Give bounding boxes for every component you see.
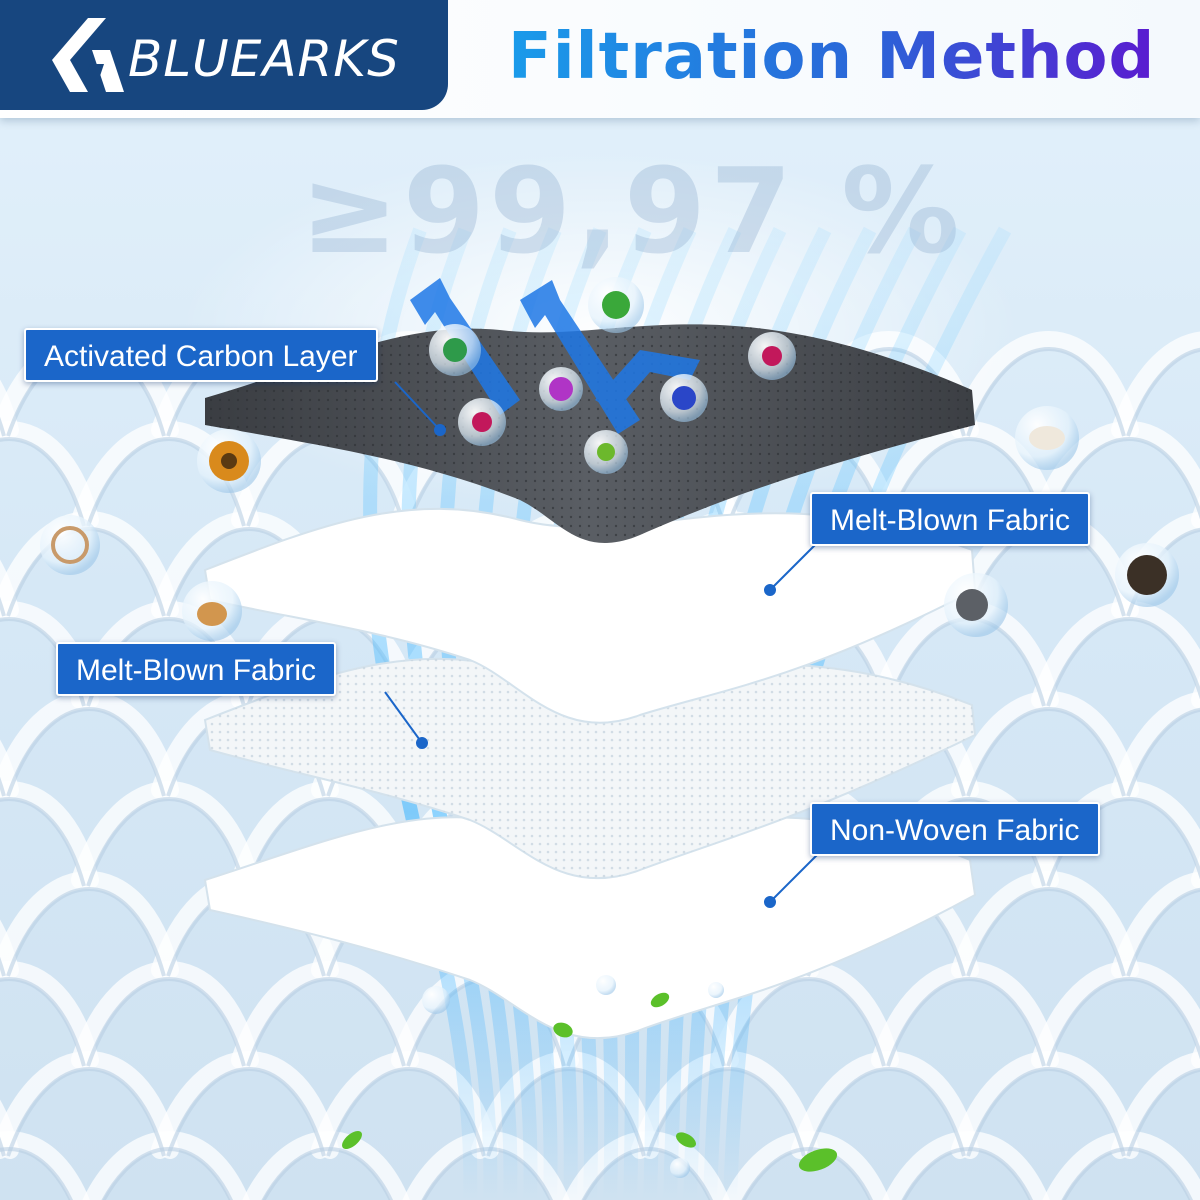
pollen-icon [197, 429, 261, 493]
fiber-loop-shadow [1046, 437, 1200, 527]
fiber-loop-shadow [966, 707, 1126, 797]
fiber-loop-shadow [1126, 888, 1200, 977]
brand-logo: BLUEARKS [0, 0, 448, 110]
brand-name: BLUEARKS [128, 30, 400, 88]
header-bar: BLUEARKS Filtration Method [0, 0, 1200, 118]
fiber-loop [882, 1131, 1050, 1200]
activated-carbon-layer [205, 324, 975, 543]
fiber-loop-shadow [806, 1067, 966, 1157]
virus-icon [429, 277, 796, 474]
efficiency-figure: ≥99,97 % [300, 142, 964, 280]
fiber-loop-shadow [6, 887, 166, 977]
fiber-loop-shadow [246, 977, 406, 1067]
fiber-loop-shadow [901, 1147, 1033, 1200]
fiber-loop-shadow [0, 797, 86, 887]
fiber-loop-shadow [966, 887, 1126, 977]
fiber-loop-shadow [1061, 1147, 1193, 1200]
fiber-loop [1111, 331, 1200, 439]
fiber-loop-shadow [261, 1147, 393, 1200]
fiber-loop-shadow [0, 437, 86, 527]
label-melt-blown-fabric-2: Melt-Blown Fabric [56, 642, 337, 696]
fiber-loop [951, 331, 1139, 439]
label-non-woven-fabric: Non-Woven Fabric [810, 802, 1100, 856]
fiber-loop [1111, 1051, 1200, 1159]
fiber-loop-shadow [86, 977, 246, 1067]
fiber-loop-shadow [966, 347, 1126, 437]
fiber-loop [0, 1131, 90, 1200]
fiber-loop-shadow [86, 797, 246, 887]
leader-lines [384, 381, 821, 908]
fiber-loop-shadow [1046, 977, 1200, 1067]
hair-icon [40, 515, 100, 575]
melt-blown-fabric-layer-1 [203, 507, 977, 724]
fiber-loop [82, 1131, 250, 1200]
fiber-loop [242, 1131, 410, 1200]
fiber-loop-shadow [1126, 1068, 1200, 1157]
fiber-loop-shadow [1126, 348, 1200, 437]
particle-icon [539, 367, 708, 422]
fiber-loop [1111, 871, 1200, 979]
bluearks-logo-icon [52, 18, 124, 92]
dust-icon [1115, 543, 1179, 607]
water-bubble-icon [422, 975, 724, 1178]
fiber-loop-shadow [966, 1067, 1126, 1157]
leaf-icon [342, 992, 838, 1172]
fiber-loop-shadow [1046, 617, 1200, 707]
fiber-loop-shadow [1126, 708, 1200, 797]
fiber-loop-shadow [886, 977, 1046, 1067]
pet-hair-icon [182, 581, 242, 641]
fiber-loop-shadow [166, 1067, 326, 1157]
fiber-loop-shadow [741, 1147, 873, 1200]
fiber-loop-shadow [101, 1147, 233, 1200]
label-activated-carbon-layer: Activated Carbon Layer [24, 328, 378, 382]
fiber-loop [1042, 1131, 1200, 1200]
fiber-loop-shadow [886, 437, 1046, 527]
page-title: Filtration Method [508, 20, 1156, 94]
smoke-icon [944, 573, 1008, 637]
fiber-loop [1111, 691, 1200, 799]
cotton-icon [1015, 406, 1079, 470]
fiber-loop-shadow [6, 707, 166, 797]
label-melt-blown-fabric-1: Melt-Blown Fabric [810, 492, 1091, 546]
fiber-loop-shadow [0, 977, 86, 1067]
fiber-loop-shadow [6, 1067, 166, 1157]
fiber-loop-shadow [0, 1147, 73, 1200]
fiber-loop [722, 1131, 890, 1200]
